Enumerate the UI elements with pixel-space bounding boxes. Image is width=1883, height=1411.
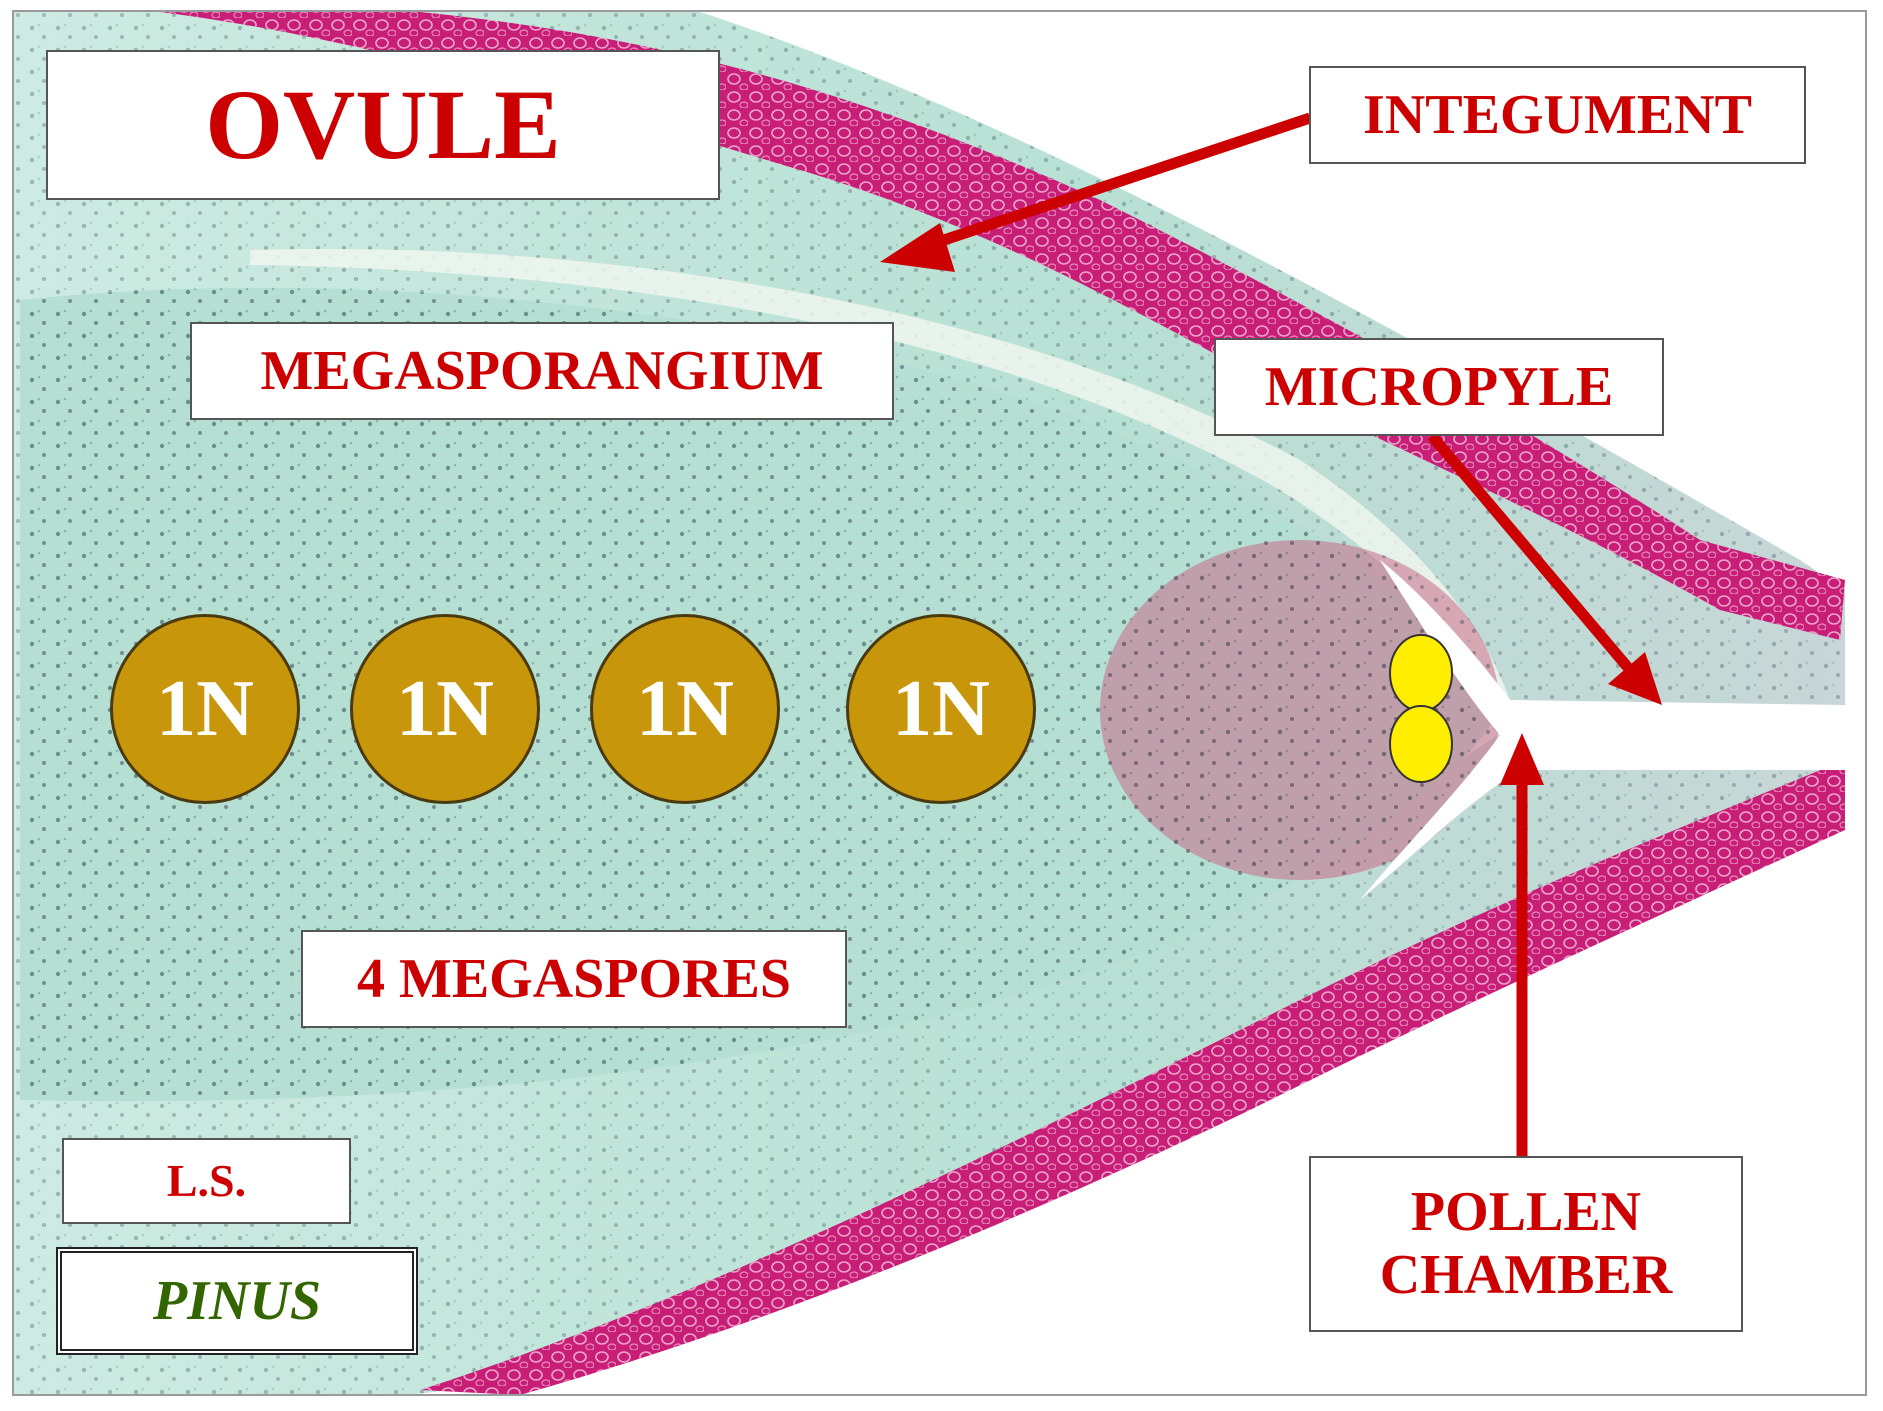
section-label: L.S.: [62, 1138, 351, 1224]
genus-text: PINUS: [153, 1270, 321, 1333]
megaspores-label: 4 MEGASPORES: [301, 930, 847, 1028]
pollen-grain: [1390, 635, 1452, 711]
pollen-chamber-text-line1: POLLEN: [1411, 1181, 1641, 1244]
megasporangium-text: MEGASPORANGIUM: [260, 340, 823, 403]
megaspore: 1N: [350, 614, 540, 804]
megaspore: 1N: [846, 614, 1036, 804]
megaspores-text: 4 MEGASPORES: [357, 948, 791, 1011]
pollen-chamber-label: POLLEN CHAMBER: [1309, 1156, 1743, 1332]
genus-label: PINUS: [56, 1247, 418, 1355]
integument-text: INTEGUMENT: [1363, 84, 1752, 147]
megaspore-ploidy: 1N: [636, 664, 734, 755]
megaspore-ploidy: 1N: [396, 664, 494, 755]
micropyle-label: MICROPYLE: [1214, 338, 1664, 436]
page-title: OVULE: [205, 69, 561, 181]
megaspore: 1N: [590, 614, 780, 804]
pollen-chamber-text-line2: CHAMBER: [1380, 1244, 1672, 1307]
megaspore: 1N: [110, 614, 300, 804]
megasporangium-label: MEGASPORANGIUM: [190, 322, 894, 420]
section-text: L.S.: [167, 1155, 246, 1207]
integument-label: INTEGUMENT: [1309, 66, 1806, 164]
micropyle-text: MICROPYLE: [1265, 356, 1613, 419]
title-label: OVULE: [46, 50, 720, 200]
megaspore-ploidy: 1N: [892, 664, 990, 755]
pollen-grain: [1390, 706, 1452, 782]
megaspore-ploidy: 1N: [156, 664, 254, 755]
